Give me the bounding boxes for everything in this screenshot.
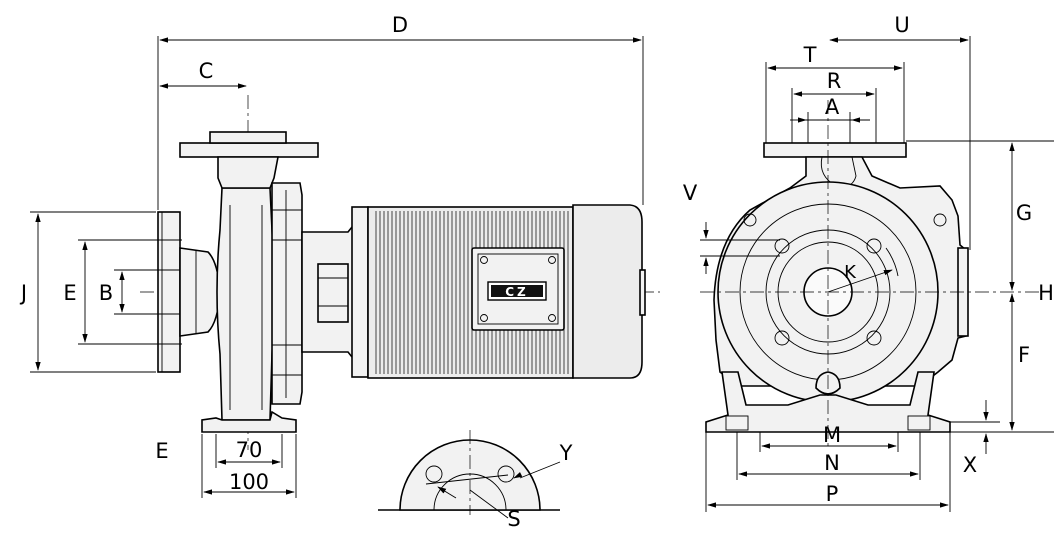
label-H: H [1038, 281, 1054, 305]
label-S: S [507, 507, 520, 529]
front-discharge-flange [763, 142, 907, 158]
label-Y: Y [559, 441, 573, 465]
pump-casing [216, 187, 275, 421]
label-F: F [1018, 343, 1030, 367]
label-P: P [826, 482, 839, 506]
label-U: U [894, 13, 909, 37]
label-100: 100 [229, 470, 269, 494]
label-G: G [1016, 201, 1032, 225]
label-N: N [824, 451, 840, 475]
label-M: M [823, 423, 841, 447]
side-view: CZ [140, 95, 660, 450]
label-R: R [827, 69, 842, 93]
coupling [317, 263, 349, 323]
label-V: V [683, 181, 698, 205]
label-J: J [19, 281, 27, 305]
flange-detail-view [378, 430, 561, 519]
label-D: D [392, 13, 408, 37]
cz-logo: CZ [505, 285, 529, 299]
label-T: T [803, 43, 817, 67]
inlet-nozzle [179, 247, 221, 337]
fan-cover [572, 204, 643, 379]
pump-foot [201, 410, 297, 433]
label-X: X [963, 453, 977, 477]
discharge-flange [179, 142, 319, 158]
label-C: C [199, 59, 214, 83]
side-dimensions [30, 36, 644, 498]
label-E-base: E [155, 439, 168, 463]
bracket [271, 182, 303, 405]
label-70: 70 [236, 438, 263, 462]
label-A: A [825, 95, 840, 119]
front-view [700, 100, 1050, 450]
front-dimensions [700, 36, 1054, 512]
label-E-inlet: E [63, 281, 76, 305]
label-B: B [99, 281, 113, 305]
label-K: K [844, 262, 857, 283]
inlet-flange [157, 211, 181, 373]
